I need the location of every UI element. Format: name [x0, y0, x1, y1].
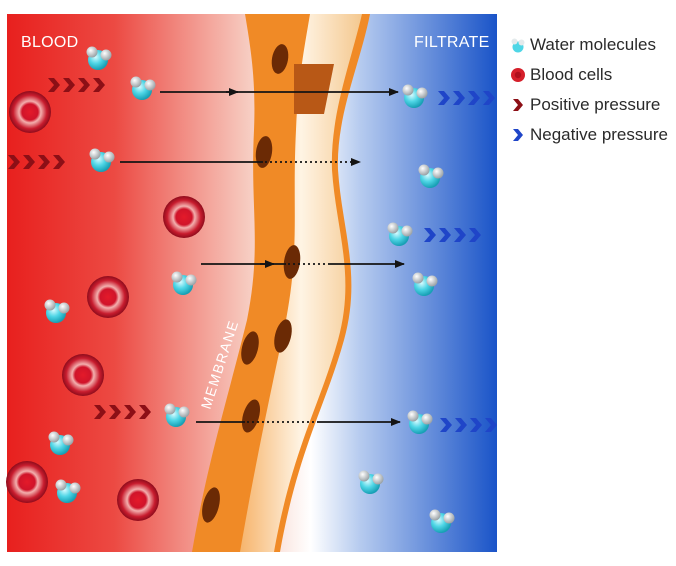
legend-item-water-molecules: Water molecules: [510, 30, 668, 60]
flow-arrows: [120, 88, 405, 426]
negative-pressure-chevron-icon: [513, 129, 523, 141]
legend-label: Blood cells: [530, 65, 613, 84]
membrane-pore: [283, 245, 301, 279]
blood-cell: [163, 196, 205, 238]
legend-item-blood-cells: Blood cells: [510, 60, 668, 90]
legend-item-positive-pressure: Positive pressure: [510, 90, 668, 120]
membrane-pore: [241, 399, 261, 433]
membrane-cut-face: [294, 64, 334, 114]
blood-cell: [62, 354, 104, 396]
legend-label: Water molecules: [530, 35, 656, 54]
legend: Water molecules Blood cells Positive pre…: [510, 30, 668, 150]
legend-label: Positive pressure: [530, 95, 661, 114]
blood-cell: [117, 479, 159, 521]
blood-cell: [9, 91, 51, 133]
membrane-pore: [241, 331, 259, 365]
blood-cell: [6, 461, 48, 503]
blood-label: BLOOD: [21, 34, 79, 51]
membrane-pore: [271, 44, 289, 74]
filtrate-label: FILTRATE: [414, 34, 490, 51]
membrane-pore: [202, 487, 220, 523]
membrane-inner-layer: [240, 14, 362, 552]
legend-label: Negative pressure: [530, 125, 668, 144]
membrane: MEMBRANE: [192, 14, 370, 552]
membrane-pore: [255, 136, 273, 168]
water-molecule-icon: [511, 38, 525, 53]
legend-item-negative-pressure: Negative pressure: [510, 120, 668, 150]
positive-pressure-chevron-icon: [513, 99, 523, 111]
blood-cell-icon: [511, 68, 525, 82]
blood-cell: [87, 276, 129, 318]
membrane-pore: [274, 319, 292, 353]
